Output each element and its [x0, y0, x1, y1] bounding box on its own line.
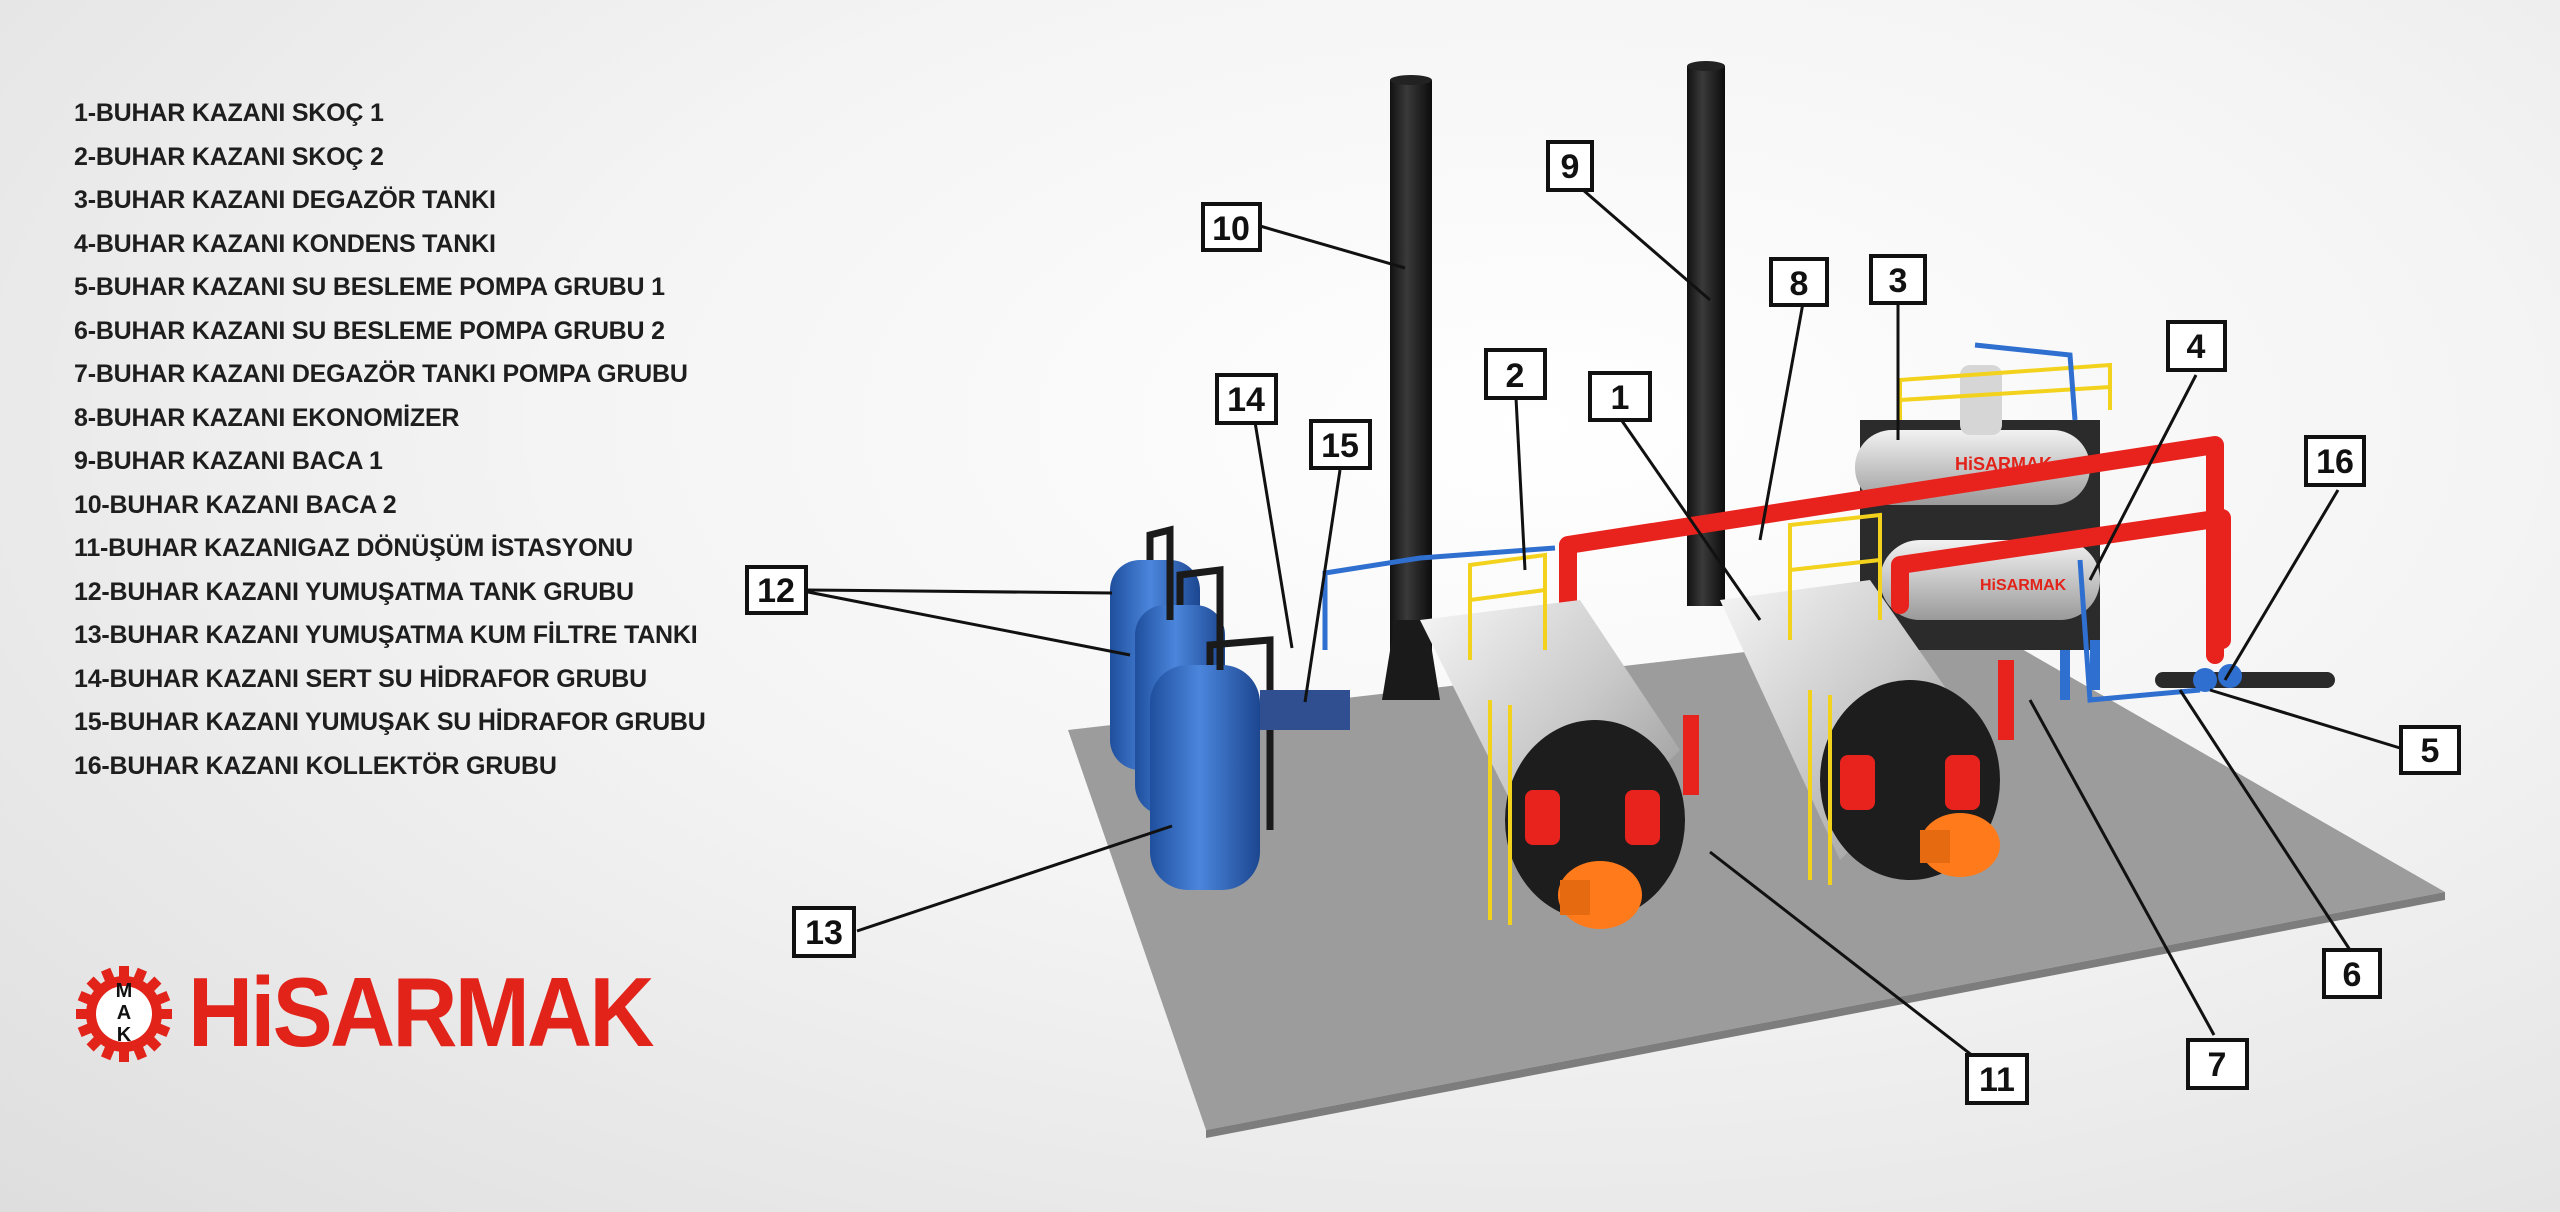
svg-text:8: 8	[1790, 265, 1809, 303]
legend-item-11: 11-BUHAR KAZANIGAZ DÖNÜŞÜM İSTASYONU	[74, 534, 634, 562]
svg-text:11: 11	[1979, 1061, 2015, 1099]
legend-item-14: 14-BUHAR KAZANI SERT SU HİDRAFOR GRUBU	[74, 664, 647, 693]
steam-boiler-2	[1420, 552, 1685, 929]
svg-text:6: 6	[2343, 956, 2362, 994]
svg-text:1: 1	[1611, 379, 1630, 417]
emblem-letter-a: A	[117, 1002, 131, 1024]
callout-box-16: 16	[2304, 435, 2366, 487]
svg-text:5: 5	[2421, 732, 2440, 770]
svg-text:2: 2	[1506, 357, 1525, 395]
callout-box-15: 15	[1309, 419, 1372, 470]
gear-emblem-icon: M A K	[76, 966, 172, 1062]
legend-item-16: 16-BUHAR KAZANI KOLLEKTÖR GRUBU	[74, 751, 557, 780]
legend-item-7: 7-BUHAR KAZANI DEGAZÖR TANKI POMPA GRUBU	[74, 360, 688, 388]
legend-item-5: 5-BUHAR KAZANI SU BESLEME POMPA GRUBU 1	[74, 273, 665, 301]
legend-item-9: 9-BUHAR KAZANI BACA 1	[74, 447, 383, 475]
callout-box-2: 2	[1484, 348, 1547, 400]
svg-text:14: 14	[1227, 381, 1265, 419]
floor-platform	[1068, 625, 2445, 1130]
softening-tanks	[1110, 525, 1350, 890]
legend-item-8: 8-BUHAR KAZANI EKONOMİZER	[74, 403, 460, 432]
legend-item-15: 15-BUHAR KAZANI YUMUŞAK SU HİDRAFOR GRUB…	[74, 708, 706, 736]
legend-item-2: 2-BUHAR KAZANI SKOÇ 2	[74, 142, 384, 171]
callout-box-6: 6	[2322, 948, 2382, 999]
legend-list: 1-BUHAR KAZANI SKOÇ 1 2-BUHAR KAZANI SKO…	[74, 92, 706, 788]
condensate-brand-label: HiSARMAK	[1980, 577, 2067, 594]
steam-pipes	[1559, 436, 2231, 664]
svg-text:7: 7	[2208, 1046, 2227, 1084]
steam-boiler-1	[1720, 512, 2000, 885]
callout-box-3: 3	[1869, 254, 1927, 305]
callout-box-12: 12	[745, 565, 808, 615]
svg-text:16: 16	[2316, 443, 2354, 481]
svg-text:9: 9	[1561, 148, 1580, 186]
callout-box-9: 9	[1546, 140, 1594, 192]
svg-text:13: 13	[805, 914, 843, 952]
svg-text:12: 12	[757, 572, 795, 610]
legend-item-10: 10-BUHAR KAZANI BACA 2	[74, 490, 397, 519]
svg-text:3: 3	[1889, 262, 1908, 300]
callout-box-14: 14	[1215, 373, 1278, 425]
floor-edge	[1206, 892, 2445, 1138]
callout-box-10: 10	[1201, 202, 1262, 252]
water-pipes	[1322, 342, 2201, 703]
legend-item-3: 3-BUHAR KAZANI DEGAZÖR TANKI	[74, 186, 496, 214]
brand-name: HiSARMAK	[188, 957, 655, 1067]
callout-box-13: 13	[792, 906, 856, 958]
callout-box-7: 7	[2186, 1038, 2249, 1090]
callout-box-11: 11	[1965, 1053, 2029, 1105]
legend-item-1: 1-BUHAR KAZANI SKOÇ 1	[74, 99, 384, 127]
callout-box-4: 4	[2166, 320, 2227, 372]
callout-box-8: 8	[1769, 257, 1829, 307]
emblem-letter-m: M	[116, 980, 133, 1002]
emblem-letter-k: K	[117, 1024, 132, 1046]
svg-text:4: 4	[2187, 328, 2206, 366]
chimney-stack-2	[1382, 75, 1440, 700]
callout-box-5: 5	[2399, 725, 2461, 775]
svg-text:10: 10	[1212, 210, 1250, 248]
pump-and-gas-equipment	[1683, 640, 2335, 795]
legend-item-12: 12-BUHAR KAZANI YUMUŞATMA TANK GRUBU	[74, 577, 634, 606]
svg-text:15: 15	[1321, 427, 1359, 465]
legend-item-13: 13-BUHAR KAZANI YUMUŞATMA KUM FİLTRE TAN…	[74, 621, 698, 649]
callout-box-1: 1	[1588, 371, 1652, 422]
legend-item-4: 4-BUHAR KAZANI KONDENS TANKI	[74, 229, 496, 258]
hisarmak-logo: M A K HiSARMAK	[74, 962, 674, 1062]
legend-item-6: 6-BUHAR KAZANI SU BESLEME POMPA GRUBU 2	[74, 316, 665, 345]
callout-leader-lines	[807, 181, 2401, 1065]
